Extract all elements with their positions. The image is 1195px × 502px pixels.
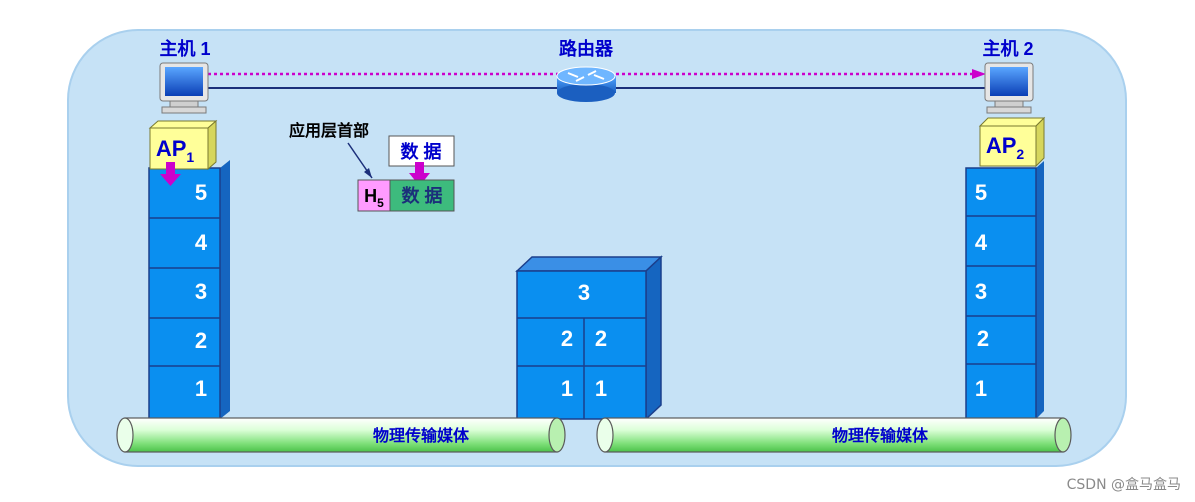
host1-layer-5: 5 [195, 180, 207, 205]
host2-layer-5: 5 [975, 180, 987, 205]
host2-label: 主机 2 [982, 38, 1033, 59]
router-protocol-stack [515, 255, 663, 421]
host1-down-arrow [160, 162, 181, 186]
left-physical-medium [116, 417, 566, 453]
host1-protocol-stack [148, 160, 230, 420]
app-header-pointer-head [364, 168, 372, 178]
data-box-white-label: 数 据 [400, 141, 441, 162]
data-box-green-label: 数 据 [401, 185, 442, 206]
left-medium-label: 物理传输媒体 [373, 426, 470, 445]
host1-layer-2: 2 [195, 328, 207, 353]
h5-header-label: H5 [364, 186, 384, 210]
router-layer-1-left: 1 [561, 376, 573, 401]
host2-ap-label: AP2 [986, 133, 1025, 162]
h5-header-box [357, 179, 391, 212]
background-panel [67, 29, 1127, 467]
host2-layer-4: 4 [975, 230, 988, 255]
host2-ap-box [978, 116, 1046, 168]
host1-ap-label: AP1 [156, 136, 195, 165]
host2-layer-2: 2 [977, 326, 989, 351]
host1-computer-icon [159, 62, 209, 114]
router-label: 路由器 [559, 38, 614, 59]
host2-computer-icon [984, 62, 1034, 114]
host2-layer-3: 3 [975, 279, 987, 304]
router-icon [556, 66, 616, 102]
logical-link-arrowhead [972, 69, 986, 79]
right-medium-label: 物理传输媒体 [832, 426, 929, 445]
host1-layer-3: 3 [195, 279, 207, 304]
host1-ap-subscript: 1 [186, 149, 194, 165]
host1-layer-4: 4 [195, 230, 208, 255]
host2-layer-1: 1 [975, 376, 987, 401]
router-layer-1-right: 1 [595, 376, 607, 401]
router-layer-2-left: 2 [561, 326, 573, 351]
app-header-annotation: 应用层首部 [289, 121, 369, 140]
data-box-white [388, 135, 455, 167]
router-layer-3: 3 [578, 280, 590, 305]
data-box-green [389, 179, 455, 212]
watermark: CSDN @盒马盒马 [1066, 477, 1181, 493]
right-physical-medium [596, 417, 1072, 453]
host2-ap-subscript: 2 [1016, 146, 1024, 162]
router-layer-2-right: 2 [595, 326, 607, 351]
host1-layer-1: 1 [195, 376, 207, 401]
host2-protocol-stack [965, 161, 1044, 420]
h5-header-subscript: 5 [377, 196, 384, 210]
host1-label: 主机 1 [159, 38, 210, 59]
host1-ap-box [148, 119, 218, 171]
